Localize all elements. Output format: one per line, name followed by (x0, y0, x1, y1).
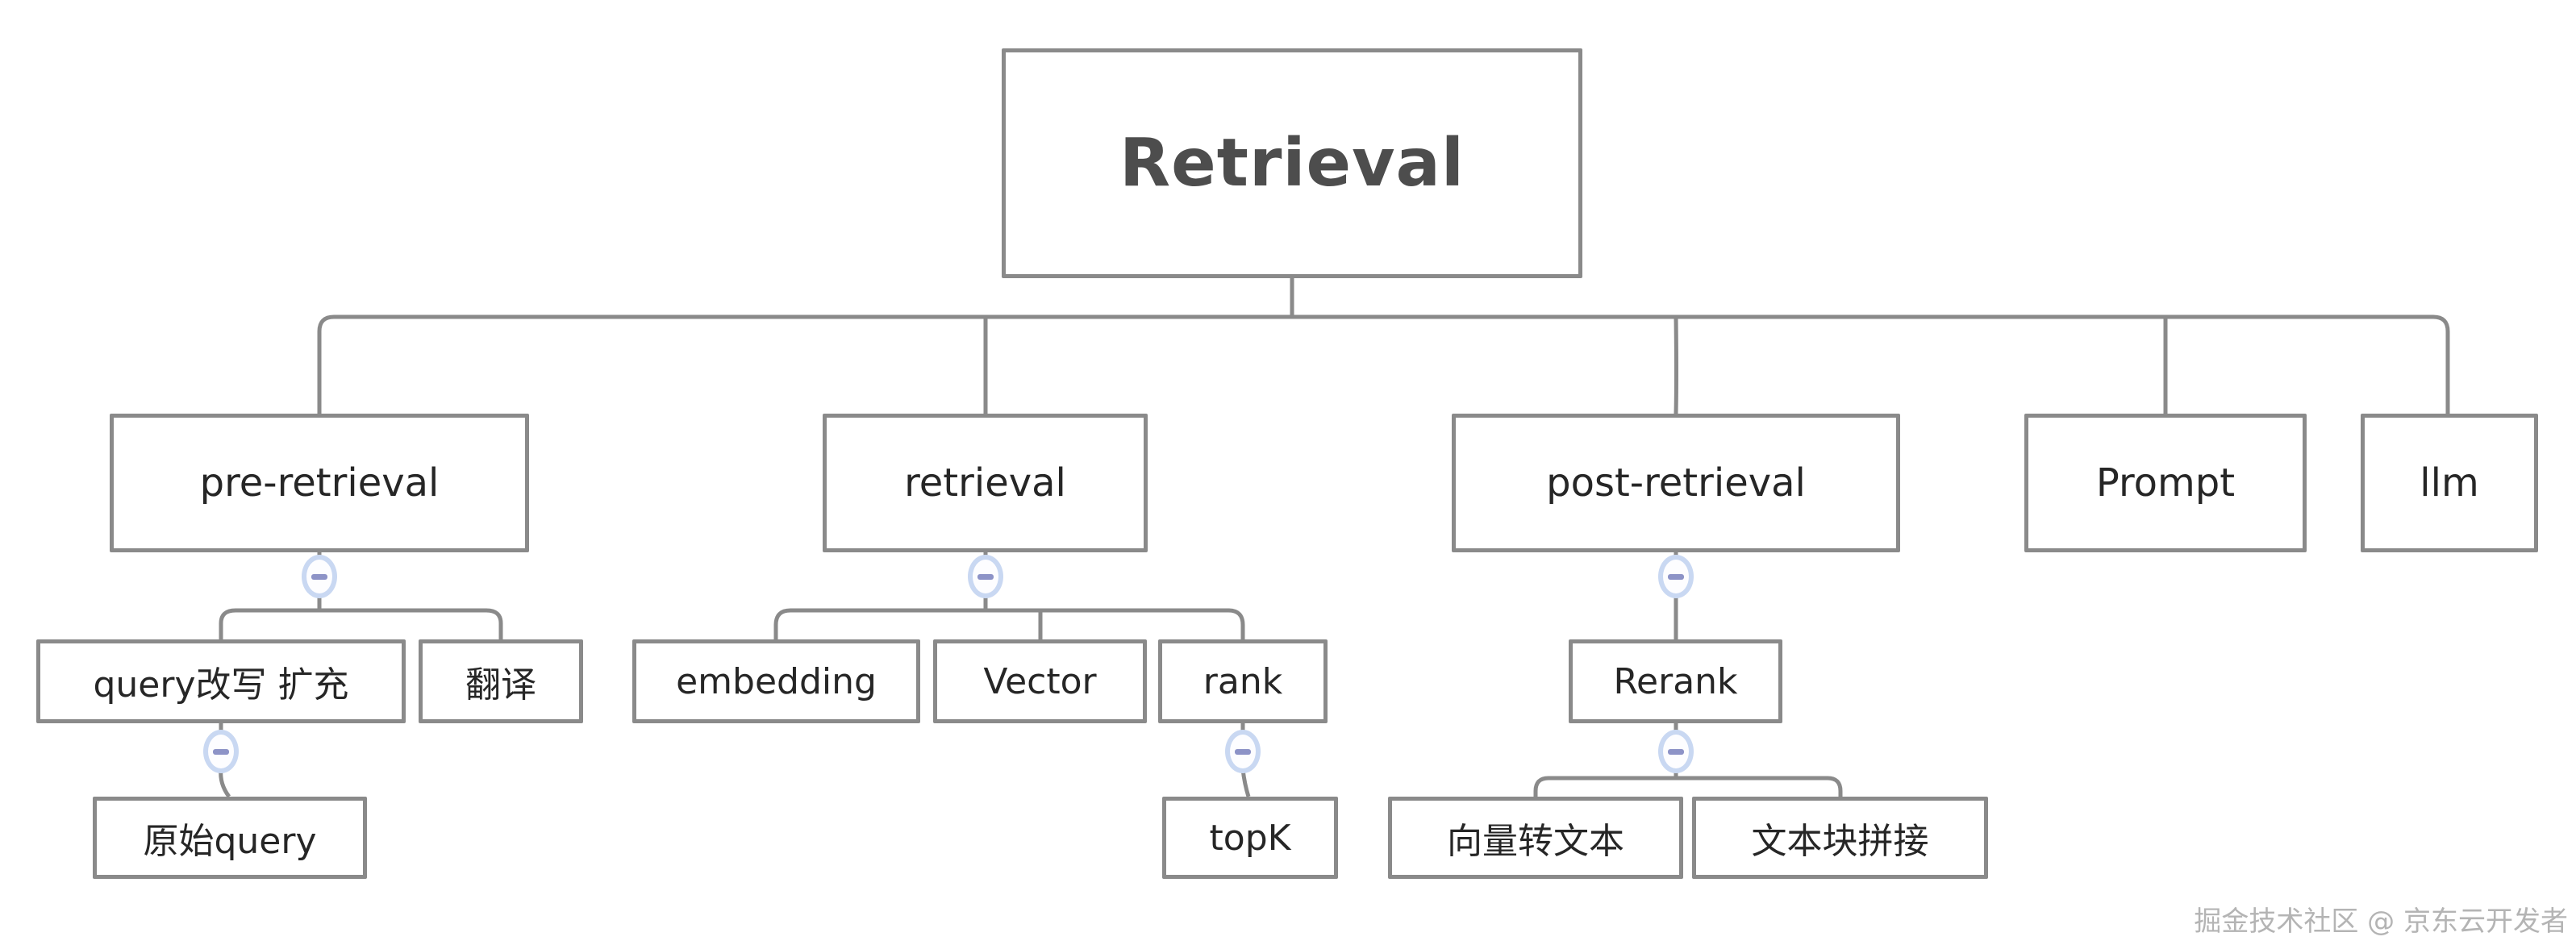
connector-rerank-split-rail (1533, 776, 1843, 797)
node-retrieval[interactable]: retrieval (823, 414, 1148, 552)
watermark-text: 掘金技术社区 @ 京东云开发者 (2194, 905, 2568, 938)
node-post-retrieval[interactable]: post-retrieval (1452, 414, 1900, 552)
connector-drop-post-retrieval (1674, 316, 1678, 414)
node-label: embedding (676, 660, 877, 702)
connector-pre-branch-rail (219, 608, 503, 639)
node-label: post-retrieval (1546, 460, 1806, 506)
minus-icon (977, 573, 994, 580)
node-label: Retrieval (1119, 125, 1465, 202)
node-label: retrieval (904, 460, 1066, 506)
node-label: topK (1209, 817, 1291, 859)
minus-icon (311, 573, 327, 580)
connector-top-rail (317, 314, 2450, 414)
minus-icon (1668, 573, 1684, 580)
node-label: Prompt (2095, 460, 2236, 506)
minus-icon (1235, 748, 1251, 755)
node-label: 原始query (143, 821, 317, 862)
node-text-chunk-concat[interactable]: 文本块拼接 (1692, 797, 1988, 879)
node-label: llm (2420, 460, 2479, 506)
node-original-query[interactable]: 原始query (93, 797, 367, 879)
node-label: 向量转文本 (1447, 821, 1624, 862)
minus-icon (1668, 748, 1684, 755)
collapse-button-retrieval[interactable] (968, 555, 1003, 598)
node-label: Vector (983, 660, 1097, 702)
node-pre-retrieval[interactable]: pre-retrieval (110, 414, 529, 552)
node-embedding[interactable]: embedding (632, 639, 920, 723)
collapse-button-query-rewrite[interactable] (203, 730, 239, 773)
node-rerank[interactable]: Rerank (1569, 639, 1782, 723)
node-label: 文本块拼接 (1751, 821, 1929, 862)
collapse-button-pre-retrieval[interactable] (302, 555, 337, 598)
node-topk[interactable]: topK (1162, 797, 1338, 879)
connector-retrieval-branch-rail (773, 608, 1245, 639)
collapse-button-post-retrieval[interactable] (1658, 555, 1694, 598)
node-translate[interactable]: 翻译 (419, 639, 583, 723)
node-vector-to-text[interactable]: 向量转文本 (1388, 797, 1683, 879)
node-query-rewrite-expand[interactable]: query改写 扩充 (36, 639, 406, 723)
node-retrieval-root[interactable]: Retrieval (1002, 48, 1582, 278)
node-rank[interactable]: rank (1158, 639, 1328, 723)
connector-query-to-original (219, 768, 231, 798)
connector-group (219, 278, 2450, 798)
node-vector[interactable]: Vector (933, 639, 1147, 723)
connector-rank-to-topk (1240, 768, 1251, 797)
node-label: Rerank (1613, 660, 1738, 702)
collapse-button-rank[interactable] (1225, 730, 1261, 773)
collapse-button-rerank[interactable] (1658, 730, 1694, 773)
minus-icon (213, 748, 229, 755)
node-label: rank (1203, 660, 1283, 702)
node-label: 翻译 (465, 664, 536, 706)
node-label: pre-retrieval (199, 460, 440, 506)
node-llm[interactable]: llm (2361, 414, 2538, 552)
node-label: query改写 扩充 (93, 664, 349, 706)
node-prompt[interactable]: Prompt (2024, 414, 2307, 552)
